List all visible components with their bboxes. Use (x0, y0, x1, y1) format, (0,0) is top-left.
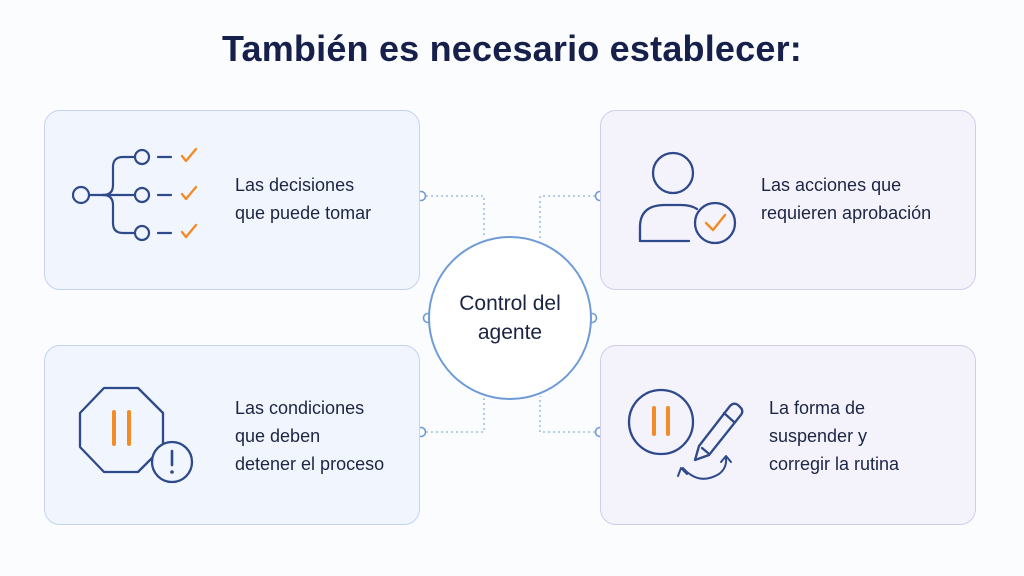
hub-label-line: agente (477, 321, 543, 344)
connector-top-right (539, 195, 600, 238)
hub-label-line: Control del (459, 292, 561, 315)
card-text-line: corregir la rutina (769, 454, 900, 474)
card-text-line: Las condiciones (235, 398, 365, 418)
card-stop-conditions: Las condiciones que deben detener el pro… (44, 345, 420, 525)
card-stop-text: Las condiciones que deben detener el pro… (235, 394, 384, 478)
decision-tree-icon (71, 147, 198, 242)
page-title: También es necesario establecer: (221, 28, 802, 69)
card-decisions: Las decisiones que puede tomar (44, 110, 420, 290)
card-suspend-correct: La forma de suspender y corregir la ruti… (600, 345, 976, 525)
card-approval-actions: Las acciones que requieren aprobación (600, 110, 976, 290)
card-text-line: requieren aprobación (761, 203, 932, 223)
card-suspend-text: La forma de suspender y corregir la ruti… (769, 394, 899, 478)
central-hub-agent-control: Control del agente (428, 236, 592, 400)
card-text-line: suspender y (769, 426, 868, 446)
connector-bottom-left (421, 396, 485, 433)
connector-top-left (421, 195, 485, 238)
card-text-line: Las decisiones (235, 175, 355, 195)
pause-edit-icon (627, 388, 744, 480)
card-decisions-text: Las decisiones que puede tomar (235, 171, 371, 227)
card-text-line: La forma de (769, 398, 866, 418)
card-approval-text: Las acciones que requieren aprobación (761, 171, 931, 227)
card-text-line: que deben (235, 426, 321, 446)
card-text-line: detener el proceso (235, 454, 385, 474)
card-text-line: Las acciones que (761, 175, 902, 195)
user-approval-icon (638, 151, 737, 245)
connector-bottom-right (539, 396, 600, 433)
card-text-line: que puede tomar (235, 203, 372, 223)
stop-alert-icon (78, 386, 194, 484)
